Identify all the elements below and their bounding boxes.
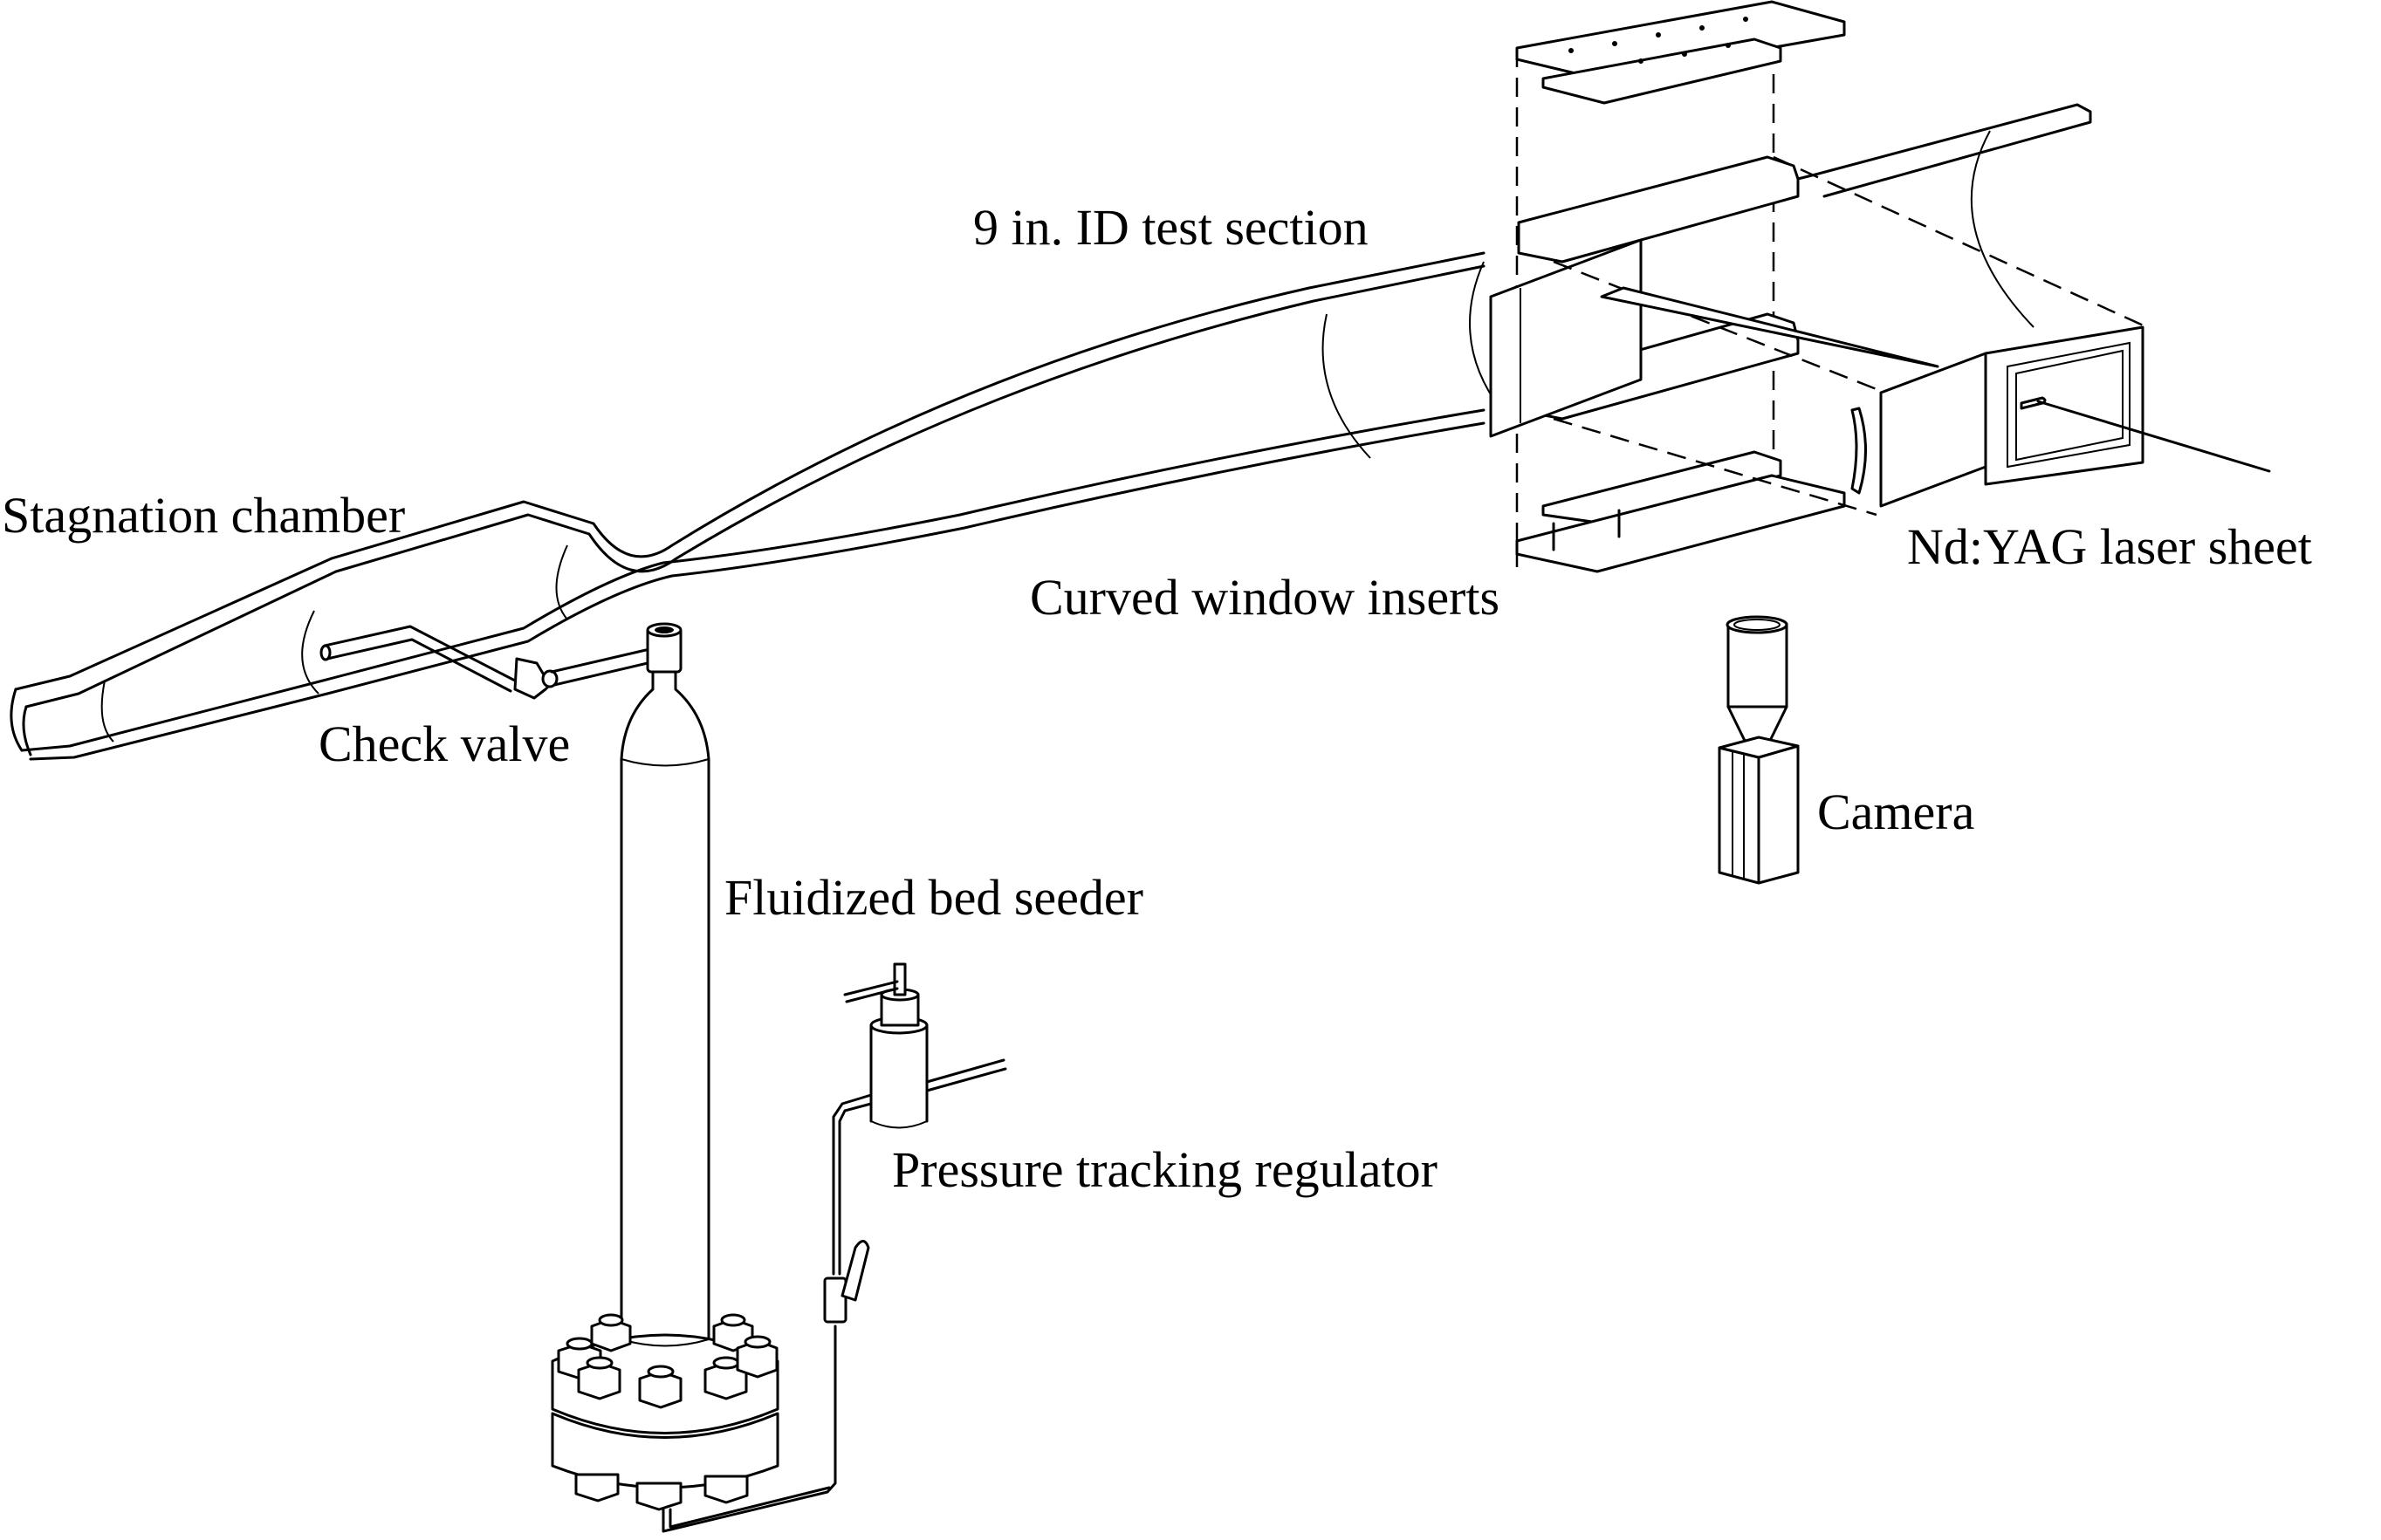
window-test-section bbox=[1489, 0, 2148, 573]
projection-line-middle bbox=[1553, 260, 1886, 394]
flange-bolt bbox=[590, 1313, 632, 1352]
camera-body-front bbox=[1757, 744, 1800, 885]
regulator-body-bottom bbox=[870, 1120, 928, 1129]
diffuser-seam bbox=[1321, 313, 1371, 459]
chamber-seam-2 bbox=[301, 610, 319, 695]
flange-bolt bbox=[577, 1356, 621, 1400]
seeder-neck bbox=[620, 670, 710, 1341]
label-camera: Camera bbox=[1817, 784, 1975, 840]
label-test-section: 9 in. ID test section bbox=[973, 199, 1369, 256]
camera-body-side bbox=[1718, 746, 1760, 885]
laser-module-window-inner bbox=[2015, 349, 2124, 462]
bottom-window-insert-block bbox=[1541, 450, 1782, 525]
regulator-handle bbox=[843, 980, 899, 1003]
camera-body-top bbox=[1718, 736, 1800, 759]
top-window-insert-plate bbox=[1515, 0, 1846, 80]
check-valve-body bbox=[513, 657, 552, 700]
chamber-seam-1 bbox=[100, 680, 114, 743]
seeder-shoulder bbox=[621, 758, 710, 767]
regulator-stem bbox=[893, 962, 907, 996]
check-valve-port bbox=[541, 669, 559, 688]
label-stagnation-chamber: Stagnation chamber bbox=[2, 487, 406, 544]
top-window-insert-block bbox=[1541, 38, 1782, 105]
tunnel-upper-wall-outer bbox=[14, 251, 1486, 691]
projection-line-lower bbox=[1553, 417, 1877, 517]
seeder-tee-opening bbox=[655, 626, 674, 633]
flange-bolt-bottom bbox=[574, 1473, 620, 1502]
pressure-tracking-regulator bbox=[823, 962, 1007, 1324]
laser-access-module bbox=[1850, 325, 2271, 508]
camera bbox=[1718, 615, 1800, 885]
seeder-outlet-pipe bbox=[550, 648, 649, 687]
seeder-feed-line bbox=[662, 1324, 837, 1533]
flange-bolt bbox=[703, 1356, 748, 1400]
laser-module-side-plate bbox=[1879, 352, 1987, 508]
ball-valve bbox=[823, 1240, 870, 1324]
injector-pipe-end bbox=[319, 644, 332, 661]
chamber-seam-3 bbox=[555, 544, 568, 620]
label-check-valve: Check valve bbox=[319, 715, 571, 772]
chamber-end-cap bbox=[10, 688, 32, 756]
camera-lens-barrel bbox=[1726, 622, 1788, 708]
laser-module-front-plate bbox=[1984, 325, 2144, 486]
flange-bolt-bottom bbox=[703, 1475, 749, 1504]
label-pressure-tracking-regulator: Pressure tracking regulator bbox=[892, 1141, 1438, 1198]
flange-bolt bbox=[736, 1335, 779, 1379]
flange-bolt bbox=[638, 1365, 683, 1409]
laser-module-curved-seal bbox=[1850, 407, 1867, 495]
flange-bolt bbox=[712, 1313, 754, 1352]
regulator-outlet-pipe bbox=[925, 1058, 1007, 1092]
flange-bolts bbox=[557, 1313, 779, 1511]
laser-beam-line bbox=[2036, 400, 2271, 473]
regulator-inlet-pipe bbox=[832, 1093, 873, 1276]
projection-line-upper bbox=[1773, 155, 2148, 329]
diffuser-end-arc bbox=[1970, 130, 2034, 328]
injection-line bbox=[319, 622, 683, 700]
laser-module-window-frame bbox=[2007, 341, 2131, 469]
label-curved-window-inserts: Curved window inserts bbox=[1030, 569, 1500, 626]
camera-lens-glass bbox=[1733, 619, 1781, 631]
regulator-body-side bbox=[869, 1023, 929, 1123]
tunnel-lower-wall-outer bbox=[20, 408, 1486, 752]
side-window-pane bbox=[1489, 238, 1643, 438]
tunnel-upper-wall-inner bbox=[24, 264, 1486, 708]
label-fluidized-bed-seeder: Fluidized bed seeder bbox=[724, 869, 1143, 926]
flange-bolt-bottom bbox=[635, 1482, 683, 1511]
check-valve bbox=[513, 657, 559, 700]
ball-valve-lever bbox=[841, 1240, 870, 1302]
diffuser-upper-wall bbox=[1796, 103, 2092, 198]
label-laser-sheet: Nd:YAG laser sheet bbox=[1907, 518, 2312, 575]
tunnel-lower-wall-inner bbox=[29, 421, 1486, 761]
laser-sheet-wedge bbox=[1600, 286, 1939, 368]
test-section-upper-frame bbox=[1517, 155, 1800, 264]
top-plate-bolt-holes bbox=[1568, 17, 1748, 64]
fluidized-bed-seeder bbox=[551, 670, 837, 1533]
injector-pipe bbox=[323, 625, 517, 693]
ball-valve-body bbox=[823, 1276, 847, 1324]
